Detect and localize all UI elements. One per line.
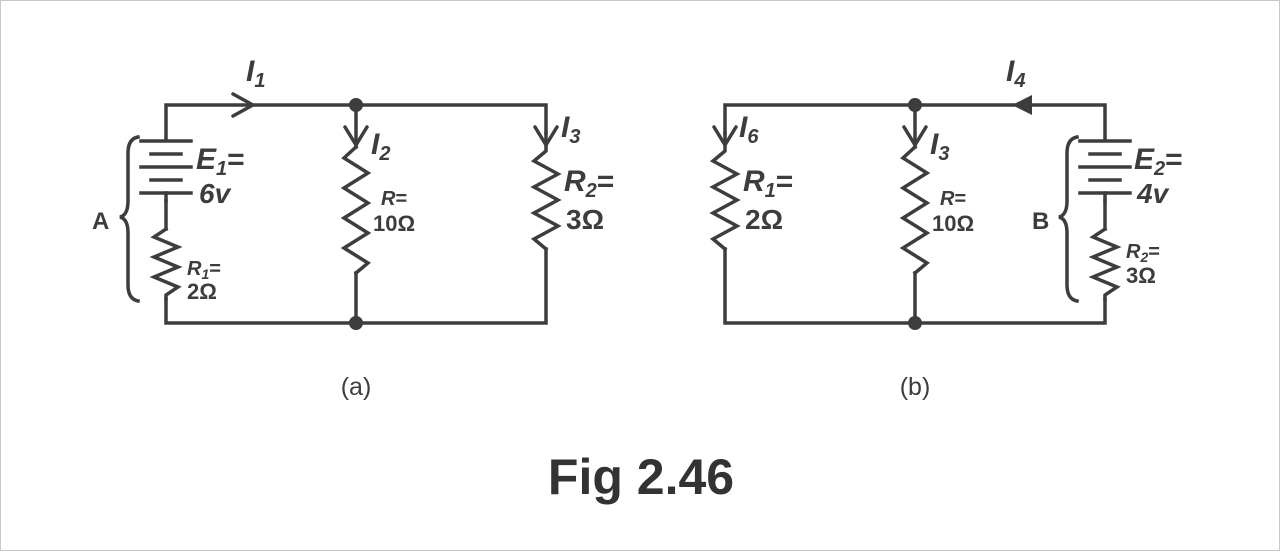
figure-title: Fig 2.46 [548, 449, 734, 505]
value-e1: 6v [199, 178, 232, 209]
caption-a: (a) [341, 373, 372, 401]
current-arrow-i4 [1012, 95, 1032, 115]
circuit-b: B I4 I6 I3 E2= 4v R1= 2Ω R= 10Ω R2= 3Ω (… [709, 55, 1183, 401]
label-r-mid-a: R= [381, 188, 407, 210]
label-e1: E1= [196, 143, 245, 180]
resistor-a-r-mid [340, 144, 372, 276]
label-i6: I6 [739, 111, 759, 148]
label-i2: I2 [371, 128, 390, 165]
label-i3-b: I3 [930, 128, 949, 165]
group-label-b: B [1032, 208, 1049, 235]
label-e2: E2= [1134, 143, 1183, 180]
current-arrow-i6 [712, 125, 738, 147]
current-arrow-i3 [533, 125, 559, 147]
battery-e1 [139, 139, 193, 203]
resistor-a-r1 [149, 226, 183, 301]
value-r2-b: 3Ω [1126, 263, 1156, 288]
junction-b-bottom [908, 316, 922, 330]
current-arrow-i1 [231, 92, 255, 118]
value-r-mid-a: 10Ω [373, 211, 415, 236]
value-r-mid-b: 10Ω [932, 211, 974, 236]
junction-a-bottom [349, 316, 363, 330]
label-i3-a: I3 [561, 111, 580, 148]
resistor-a-r2 [530, 131, 562, 252]
current-arrow-i2 [343, 125, 369, 147]
label-r2-b: R2= [1126, 241, 1160, 265]
junction-a-top [349, 98, 363, 112]
label-i1: I1 [246, 55, 265, 92]
label-i4: I4 [1006, 55, 1025, 92]
group-label-a: A [92, 208, 109, 235]
circuit-a: A I1 I2 I3 E1= 6v R1= 2Ω R= 10Ω R2= 3Ω (… [92, 55, 614, 401]
label-r1-a: R1= [187, 258, 221, 282]
label-r1-b: R1= [743, 165, 793, 202]
junction-b-top [908, 98, 922, 112]
resistor-b-r2 [1088, 226, 1122, 301]
battery-e2 [1078, 139, 1132, 203]
resistor-b-r-mid [899, 144, 931, 276]
label-r-mid-b: R= [940, 188, 966, 210]
value-r1-b: 2Ω [745, 204, 783, 235]
caption-b: (b) [900, 373, 931, 401]
value-r1-a: 2Ω [187, 279, 217, 304]
brace-b [1058, 134, 1080, 304]
value-e2: 4v [1136, 178, 1170, 209]
current-arrow-i3-b [902, 125, 928, 147]
resistor-b-r1 [709, 131, 741, 252]
brace-a [119, 134, 141, 304]
value-r2-a: 3Ω [566, 204, 604, 235]
label-r2-a: R2= [564, 165, 614, 202]
